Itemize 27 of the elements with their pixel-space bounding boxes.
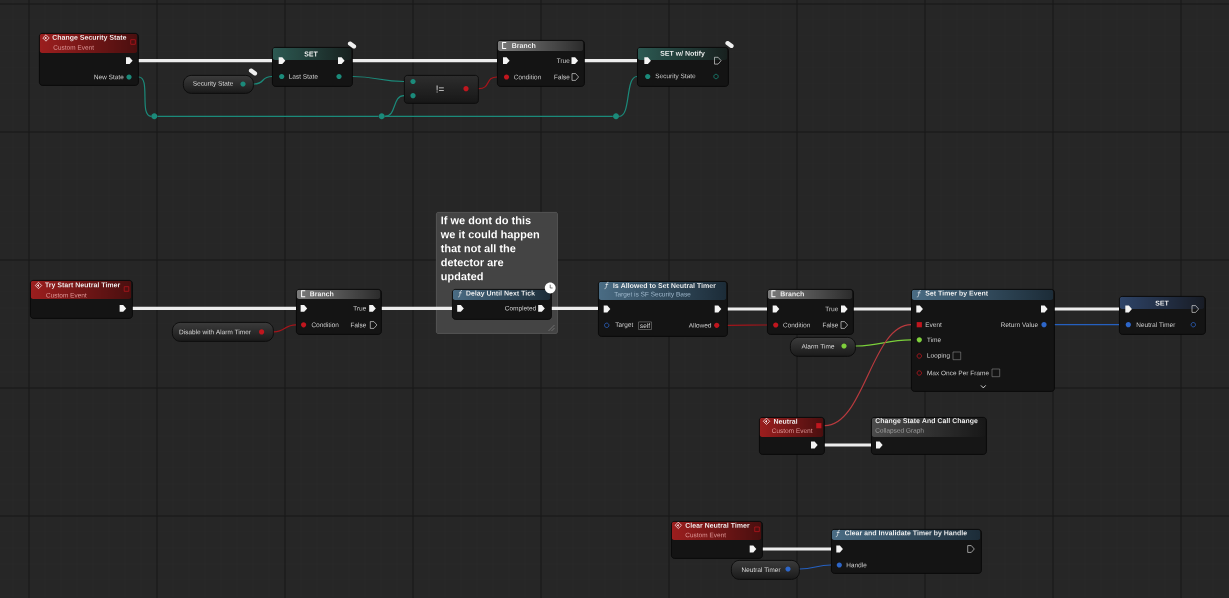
comment-text: If we dont do this we it could happen that not all the detector are updated [440,216,540,283]
wire [1054,307,1119,311]
wire [381,306,452,310]
wire [138,76,152,117]
wire [855,339,912,347]
wire [762,547,831,551]
wire [727,324,768,326]
wire [132,306,296,310]
wire [853,307,911,311]
wire [156,115,380,117]
wire [727,307,767,311]
wire [273,324,297,333]
wire [1054,324,1120,326]
wire [478,76,498,90]
wire [384,95,405,117]
wire [584,59,637,63]
wire [824,324,912,427]
wire [618,75,638,117]
wire [253,75,273,85]
wire [138,59,272,63]
wire [352,75,405,83]
wire [551,306,598,310]
operator-symbol: != [436,85,444,93]
wire [352,59,497,63]
wire [824,443,871,447]
wire [799,564,832,570]
wire [384,115,614,117]
